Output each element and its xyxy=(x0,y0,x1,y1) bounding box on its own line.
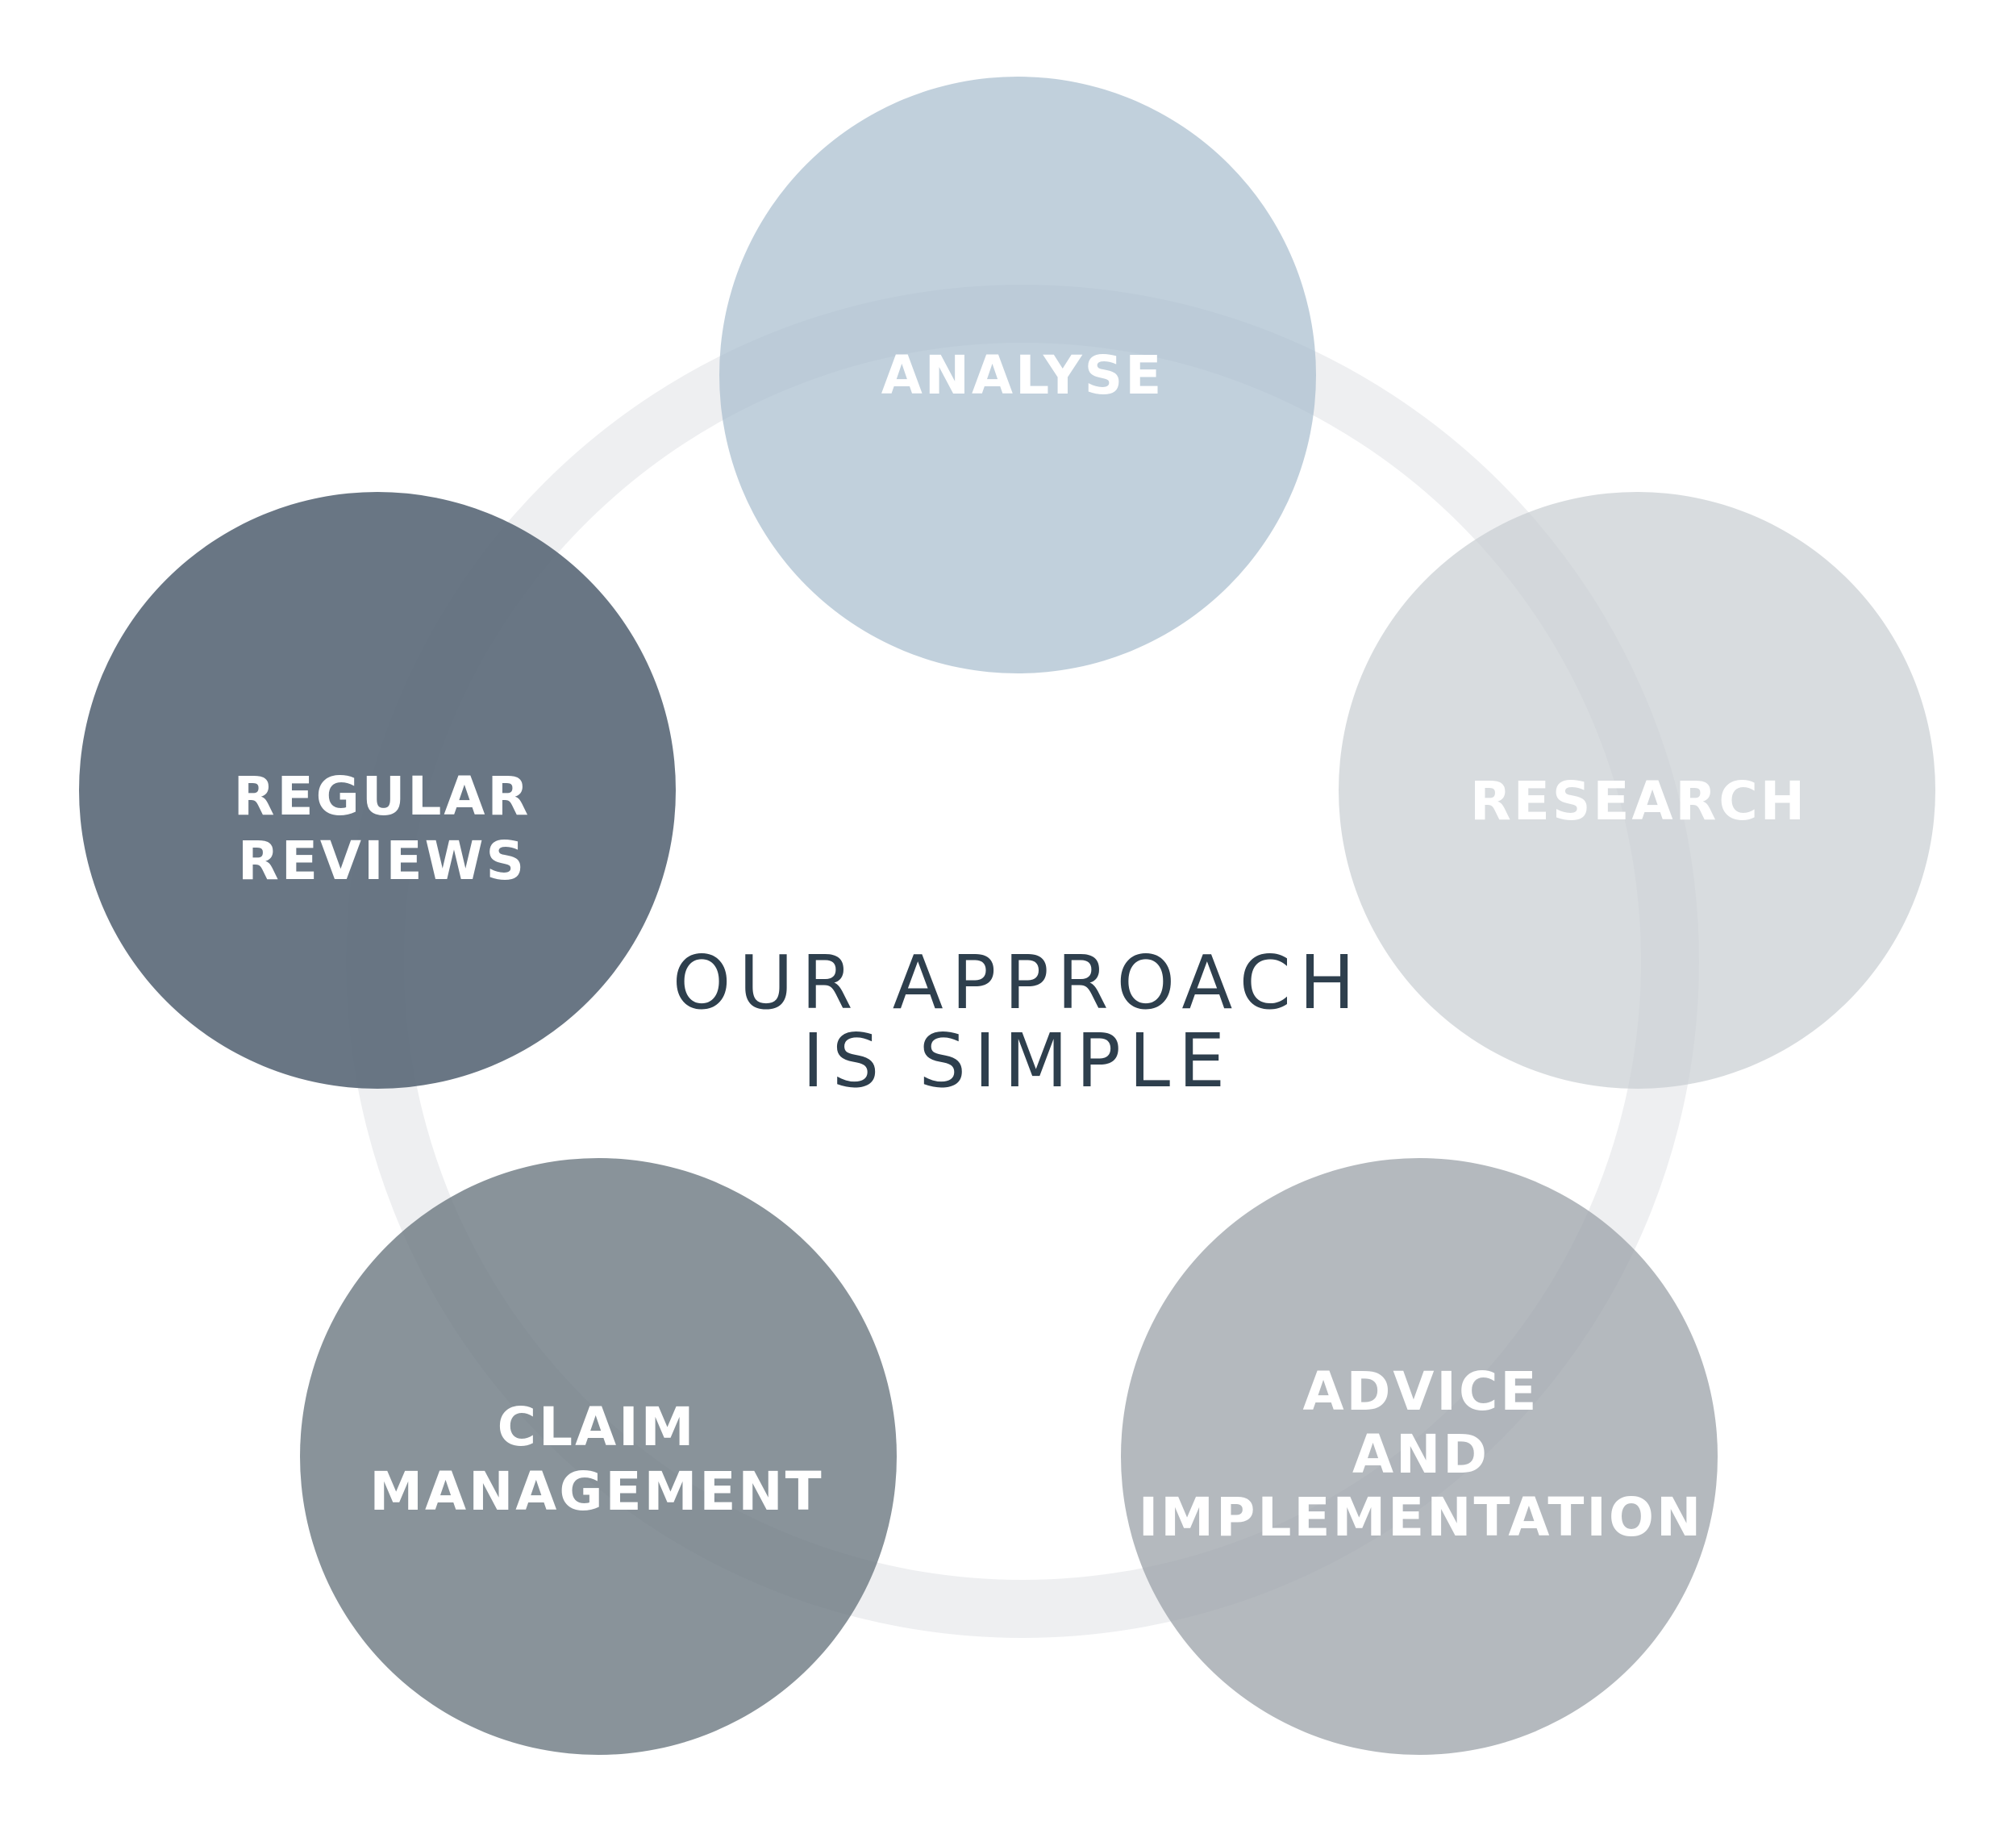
step-circle-research xyxy=(1339,492,1935,1089)
step-label-reviews-line2: REVIEWS xyxy=(238,830,527,892)
step-label-advice-line3: IMPLEMENTATION xyxy=(1139,1486,1704,1548)
step-label-research: RESEARCH xyxy=(1470,770,1807,832)
step-label-reviews-line1: REGULAR xyxy=(234,765,531,827)
step-circle-analyse xyxy=(719,77,1316,673)
step-circle-claim-management xyxy=(300,1158,897,1755)
step-label-claim-line2: MANAGEMENT xyxy=(369,1461,823,1523)
step-label-advice-line1: ADVICE xyxy=(1302,1361,1539,1423)
center-title-line2: IS SIMPLE xyxy=(802,1018,1234,1104)
step-label-advice-line2: AND xyxy=(1352,1423,1489,1486)
step-circle-regular-reviews xyxy=(79,492,676,1089)
step-circle-advice-and-implementation xyxy=(1121,1158,1718,1755)
center-title-line1: OUR APPROACH xyxy=(673,940,1363,1026)
step-label-claim-line1: CLAIM xyxy=(498,1396,697,1458)
step-label-analyse: ANALYSE xyxy=(881,344,1164,406)
